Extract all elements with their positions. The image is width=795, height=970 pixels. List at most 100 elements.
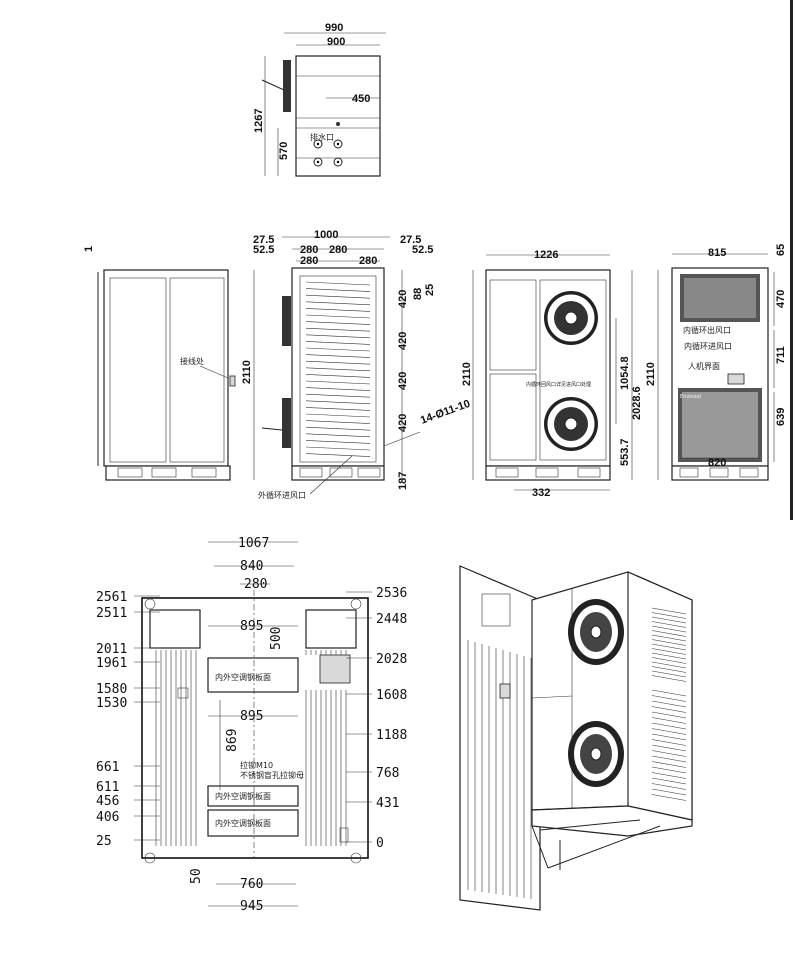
louver-slat: [305, 433, 371, 438]
outer-inlet-label: 外循环进风口: [258, 490, 306, 500]
dim-711: 711: [775, 346, 787, 364]
side-louver: [651, 621, 687, 628]
louver-slat: [305, 288, 371, 292]
side-louver: [651, 717, 687, 724]
note-rivet-nut: 不锈钢盲孔拉铆母: [240, 770, 304, 780]
plan-view: 内外空调钢板面 内外空调钢板面 内外空调钢板面 拉铆M10 不锈钢盲孔拉铆母 1…: [96, 536, 407, 914]
louver-slat: [305, 413, 371, 418]
right-dim: 0: [376, 836, 384, 851]
dim-332: 332: [532, 487, 550, 499]
side-louver: [651, 625, 687, 633]
louver-slat: [305, 380, 371, 385]
louver-slat: [305, 347, 371, 352]
dim-500: 500: [269, 627, 284, 650]
louver-slat: [305, 400, 371, 405]
dim-900: 900: [327, 36, 345, 48]
side-louver: [651, 689, 687, 697]
dim-470: 470: [775, 290, 787, 308]
dim-2028-6: 2028.6: [631, 386, 643, 420]
dim-marker: 1: [83, 246, 95, 252]
side-louver: [651, 706, 687, 713]
plate-label-bottom: 内外空调钢板面: [215, 818, 271, 828]
side-louver: [651, 777, 687, 785]
dim-187: 187: [397, 472, 409, 490]
dim-820: 820: [708, 457, 726, 469]
louver-slat: [305, 360, 371, 365]
right-dim: 2028: [376, 652, 407, 667]
inner-outlet-label: 内循环出风口: [683, 325, 731, 335]
back-elevation: 内循环出风口 内循环进风口 人机界面 Envicool 815 65 470 7…: [645, 244, 787, 481]
right-dim: 768: [376, 766, 399, 781]
dim-88: 88: [412, 288, 424, 300]
plate-top: [207, 657, 299, 693]
side-panel: [283, 60, 291, 112]
dim-1054-8: 1054.8: [619, 356, 631, 390]
dim-25: 25: [424, 284, 436, 296]
dim-840: 840: [240, 559, 263, 574]
side-louvers: [651, 607, 687, 801]
dim-50: 50: [189, 868, 204, 884]
left-dim: 1580: [96, 682, 127, 697]
louver-slat: [305, 314, 371, 319]
dim-280-plan: 280: [244, 577, 267, 592]
drain-hole: [313, 157, 323, 167]
plate-label-top: 内外空调钢板面: [215, 672, 271, 682]
dim-280-a: 280: [300, 244, 318, 256]
dim-2110-a: 2110: [241, 360, 253, 384]
dim-869: 869: [225, 729, 240, 752]
louver-slat: [305, 393, 371, 398]
dim-52-5-left: 52.5: [253, 244, 274, 256]
right-dim: 1188: [376, 728, 407, 743]
dim-2110-c: 2110: [645, 362, 657, 386]
left-dim: 2561: [96, 590, 127, 605]
hmi-panel: [727, 373, 745, 385]
left-dim: 25: [96, 834, 112, 849]
dim-52-5-right: 52.5: [412, 244, 433, 256]
right-dim: 2536: [376, 586, 407, 601]
louver-slat: [305, 374, 371, 378]
louver-slat: [305, 367, 371, 372]
dim-420-1: 420: [397, 290, 409, 308]
top-view: 排水口 990 900 450 1267 570: [253, 22, 386, 177]
dim-27-5-left: 27.5: [253, 234, 274, 246]
side-louver: [651, 766, 687, 774]
louver-slat: [305, 334, 371, 339]
louver-slat: [305, 407, 371, 411]
dim-639: 639: [775, 408, 787, 426]
side-louver: [651, 634, 687, 642]
side-louver: [651, 639, 687, 646]
inner-inlet-label: 内循环进风口: [684, 341, 732, 351]
louver-slat: [305, 327, 371, 332]
right-dim: 431: [376, 796, 399, 811]
side-louver: [651, 657, 687, 664]
side-louver: [651, 670, 687, 678]
iso-fan-bottom: [568, 721, 624, 787]
dim-1067: 1067: [238, 536, 269, 551]
louver-slat: [305, 387, 371, 391]
side-louver: [651, 616, 687, 624]
dim-945: 945: [240, 899, 263, 914]
left-dim: 1961: [96, 656, 127, 671]
dim-65: 65: [775, 244, 787, 256]
dim-895-top: 895: [240, 619, 263, 634]
dim-895-mid: 895: [240, 709, 263, 724]
fan-bottom: [544, 397, 598, 451]
hole-spec: 14-Ø11-10: [419, 398, 472, 427]
dim-420-3: 420: [397, 372, 409, 390]
side-louver: [651, 783, 687, 790]
left-dim: 661: [96, 760, 119, 775]
sheet-border: [790, 0, 793, 520]
side-louver: [651, 675, 687, 682]
louver-grille: [305, 281, 371, 457]
plate-mid: [207, 785, 299, 807]
left-dim: 2511: [96, 606, 127, 621]
left-dim: 456: [96, 794, 119, 809]
left-dim: 2011: [96, 642, 127, 657]
dim-1267: 1267: [253, 109, 265, 133]
louver-slat: [305, 420, 371, 424]
side-louver: [651, 755, 687, 763]
louver-slat: [305, 301, 371, 306]
louver-slat: [305, 440, 371, 444]
dim-280-c: 280: [300, 255, 318, 267]
